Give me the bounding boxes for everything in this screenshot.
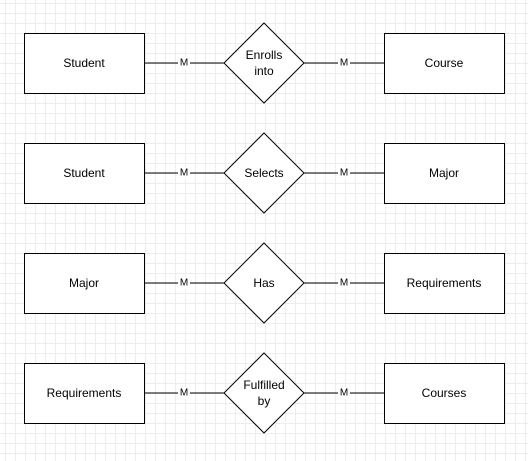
relationship-diamond[interactable] (223, 242, 305, 324)
cardinality-bg (338, 167, 350, 179)
entity-label-right: Requirements (407, 276, 482, 290)
entity-box-right[interactable] (384, 33, 505, 94)
relationship-diamond[interactable] (223, 132, 305, 214)
cardinality-right: M (340, 168, 348, 179)
relationship-row: M M Major Requirements Has (24, 242, 505, 324)
relationship-diamond[interactable] (223, 352, 305, 434)
relationship-row: M M Student Major Selects (24, 132, 505, 214)
cardinality-bg (338, 387, 350, 399)
cardinality-bg (178, 387, 190, 399)
entity-label-left: Major (69, 276, 99, 290)
relationship-label: Enrolls (246, 48, 283, 62)
cardinality-right: M (340, 58, 348, 69)
entity-box-left[interactable] (24, 33, 145, 94)
relationship-label: Fulfilled (243, 378, 284, 392)
relationship-row: M M Student Course Enrolls into (24, 22, 505, 104)
cardinality-left: M (180, 168, 188, 179)
entity-label-left: Student (63, 166, 105, 180)
entity-box-right[interactable] (384, 363, 505, 424)
entity-label-right: Course (425, 56, 464, 70)
entity-label-right: Courses (422, 386, 467, 400)
entity-box-left[interactable] (24, 143, 145, 204)
cardinality-right: M (340, 278, 348, 289)
relationship-diamond[interactable] (223, 22, 305, 104)
entity-label-left: Student (63, 56, 105, 70)
cardinality-right: M (340, 388, 348, 399)
cardinality-bg (338, 57, 350, 69)
entity-label-right: Major (429, 166, 459, 180)
cardinality-left: M (180, 58, 188, 69)
entity-box-left[interactable] (24, 253, 145, 314)
cardinality-bg (178, 167, 190, 179)
cardinality-bg (338, 277, 350, 289)
relationship-label: Selects (244, 166, 283, 180)
entity-box-left[interactable] (24, 363, 145, 424)
entity-box-right[interactable] (384, 143, 505, 204)
cardinality-bg (178, 277, 190, 289)
relationship-label: Has (253, 276, 274, 290)
relationship-label: into (254, 64, 274, 78)
cardinality-bg (178, 57, 190, 69)
relationship-row: M M Requirements Courses Fulfilled by (24, 352, 505, 434)
entity-box-right[interactable] (384, 253, 505, 314)
entity-label-left: Requirements (47, 386, 122, 400)
relationship-label: by (258, 394, 271, 408)
cardinality-left: M (180, 278, 188, 289)
cardinality-left: M (180, 388, 188, 399)
